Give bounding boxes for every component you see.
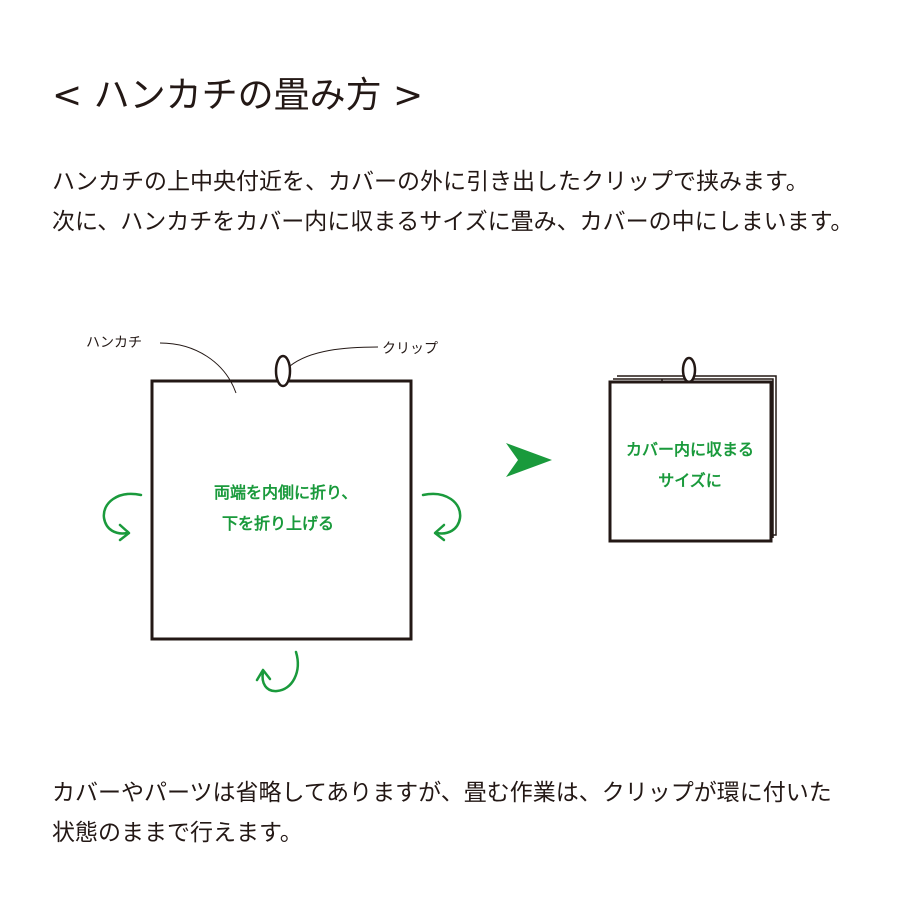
label-clip: クリップ (382, 341, 438, 357)
arrow-right-triangle-icon (506, 443, 552, 477)
note-line-1: カバーやパーツは省略してありますが、畳む作業は、クリップが環に付いた (52, 780, 832, 806)
arrow-curl-left-icon (102, 492, 143, 542)
arrow-curl-right-icon (421, 492, 462, 542)
instruction-line-1: 両端を内側に折り、 (214, 483, 357, 502)
arrow-curl-up-icon (255, 650, 299, 693)
folded-clip-icon (681, 356, 697, 384)
instruction-line-2: 下を折り上げる (222, 514, 334, 533)
page-title: < ハンカチの畳み方 > (52, 75, 424, 116)
handkerchief-square (150, 379, 413, 641)
folded-handkerchief (608, 356, 777, 543)
note-text: カバーやパーツは省略してありますが、畳む作業は、クリップが環に付いた 状態のまま… (52, 773, 832, 853)
clip-leader-line (289, 346, 379, 367)
note-line-2: 状態のままで行えます。 (52, 820, 303, 846)
result-line-1: カバー内に収まる (626, 440, 754, 459)
clip-icon (274, 354, 292, 388)
intro-text: ハンカチの上中央付近を、カバーの外に引き出したクリップで挟みます。 次に、ハンカ… (52, 162, 853, 242)
label-handkerchief: ハンカチ (86, 335, 142, 351)
result-line-2: サイズに (658, 471, 722, 490)
intro-line-2: 次に、ハンカチをカバー内に収まるサイズに畳み、カバーの中にしまいます。 (52, 209, 854, 235)
intro-line-1: ハンカチの上中央付近を、カバーの外に引き出したクリップで挟みます。 (52, 169, 809, 195)
handkerchief-leader-line (159, 342, 237, 394)
